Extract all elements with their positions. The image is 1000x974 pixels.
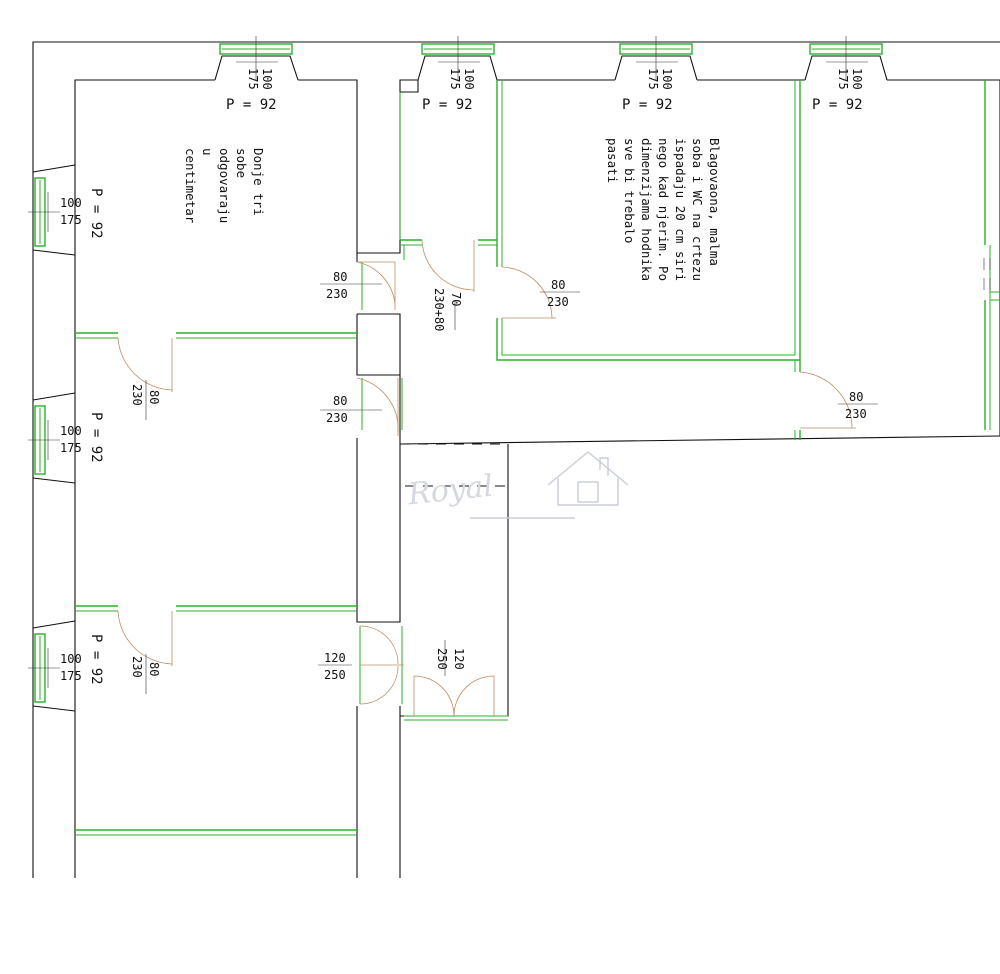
partitions — [75, 80, 1000, 836]
window-width: 100 — [462, 68, 476, 90]
window-area: P = 92 — [622, 97, 673, 113]
door-width: 120 — [452, 648, 466, 670]
window-width: 100 — [60, 196, 82, 210]
door-width: 80 — [849, 390, 863, 404]
door-height: 230 — [326, 411, 348, 425]
door-label-2: 70 230+80 — [432, 288, 463, 331]
window-left-1-icon — [28, 177, 60, 247]
door-height: 230 — [326, 287, 348, 301]
door-label-6: 80 230 — [845, 390, 867, 421]
door-swing-7-icon — [117, 610, 173, 666]
window-area: P = 92 — [88, 412, 104, 463]
window-label-4: 100 175 P = 92 — [812, 68, 864, 113]
window-height: 175 — [60, 441, 82, 455]
door-label-5: 80 230 — [326, 394, 348, 425]
door-swing-8-icon — [359, 625, 404, 705]
window-width: 100 — [660, 68, 674, 90]
note-line: Blagovaona, malma — [707, 138, 722, 266]
door-swing-6-icon — [799, 371, 856, 429]
door-width: 80 — [551, 278, 565, 292]
window-area: P = 92 — [226, 97, 277, 113]
window-width: 100 — [60, 424, 82, 438]
door-height: 230+80 — [432, 288, 446, 331]
dimension-leaders — [145, 283, 878, 694]
door-height: 230 — [130, 656, 144, 678]
door-width: 70 — [449, 292, 463, 306]
door-width: 80 — [333, 394, 347, 408]
window-top-2-icon — [421, 36, 495, 80]
window-label-3: 100 175 P = 92 — [622, 68, 674, 113]
door-swing-3-icon — [501, 266, 556, 319]
door-swing-9-icon — [413, 675, 495, 717]
door-swing-2-icon — [421, 239, 475, 292]
door-label-1: 80 230 — [326, 270, 348, 301]
note-left-room: Donje tri sobe odgovaraju u centimetar — [183, 148, 266, 224]
door-height: 250 — [435, 648, 449, 670]
door-height: 230 — [130, 384, 144, 406]
window-width: 100 — [260, 68, 274, 90]
window-area: P = 92 — [88, 634, 104, 685]
door-label-8: 120 250 — [324, 651, 346, 682]
note-line: sve bi trebalo — [622, 138, 637, 243]
note-line: pasati — [605, 138, 620, 183]
note-line: ispadaju 20 cm siri — [673, 138, 688, 281]
door-width: 120 — [324, 651, 346, 665]
note-right-room: Blagovaona, malma soba i WC na crtezu is… — [605, 138, 722, 281]
window-height: 175 — [60, 213, 82, 227]
window-label-2: 100 175 P = 92 — [422, 68, 476, 113]
window-height: 175 — [448, 68, 462, 90]
note-line: centimetar — [183, 148, 198, 224]
window-top-1-icon — [219, 36, 293, 80]
door-height: 230 — [547, 295, 569, 309]
note-line: u — [200, 148, 215, 156]
window-height: 175 — [60, 669, 82, 683]
window-height: 175 — [836, 68, 850, 90]
window-area: P = 92 — [422, 97, 473, 113]
note-line: dimenzijama hodnika — [639, 138, 654, 281]
window-left-3-icon — [28, 633, 60, 703]
door-swing-1-icon — [356, 261, 396, 310]
window-height: 175 — [646, 68, 660, 90]
window-height: 175 — [246, 68, 260, 90]
svg-text:Royal: Royal — [405, 469, 494, 513]
door-swing-5-icon — [356, 377, 399, 436]
window-label-7: 100 175 P = 92 — [60, 634, 104, 685]
window-label-5: 100 175 P = 92 — [60, 188, 104, 239]
note-line: nego kad njerim. Po — [656, 138, 671, 281]
door-height: 250 — [324, 668, 346, 682]
note-line: soba i WC na crtezu — [690, 138, 705, 281]
window-area: P = 92 — [88, 188, 104, 239]
note-line: odgovaraju — [217, 148, 232, 223]
door-width: 80 — [333, 270, 347, 284]
door-label-3: 80 230 — [547, 278, 569, 309]
door-label-4: 80 230 — [130, 384, 161, 406]
window-top-3-icon — [619, 36, 693, 80]
door-width: 80 — [147, 390, 161, 404]
window-width: 100 — [60, 652, 82, 666]
door-label-7: 80 230 — [130, 656, 161, 678]
door-label-9: 120 250 — [435, 648, 466, 670]
window-label-6: 100 175 P = 92 — [60, 412, 104, 463]
walls — [32, 41, 1000, 878]
note-line: Donje tri — [251, 148, 266, 216]
window-top-4-icon — [809, 36, 883, 80]
note-line: sobe — [234, 148, 249, 178]
door-height: 230 — [845, 407, 867, 421]
doors — [117, 239, 856, 717]
window-width: 100 — [850, 68, 864, 90]
window-left-2-icon — [28, 405, 60, 475]
windows — [28, 36, 991, 703]
watermark-logo: Royal — [405, 451, 629, 519]
window-area: P = 92 — [812, 97, 863, 113]
door-swing-4-icon — [117, 337, 173, 392]
door-width: 80 — [147, 662, 161, 676]
window-right-edge-icon — [983, 258, 991, 290]
window-label-1: 100 175 P = 92 — [226, 68, 277, 113]
